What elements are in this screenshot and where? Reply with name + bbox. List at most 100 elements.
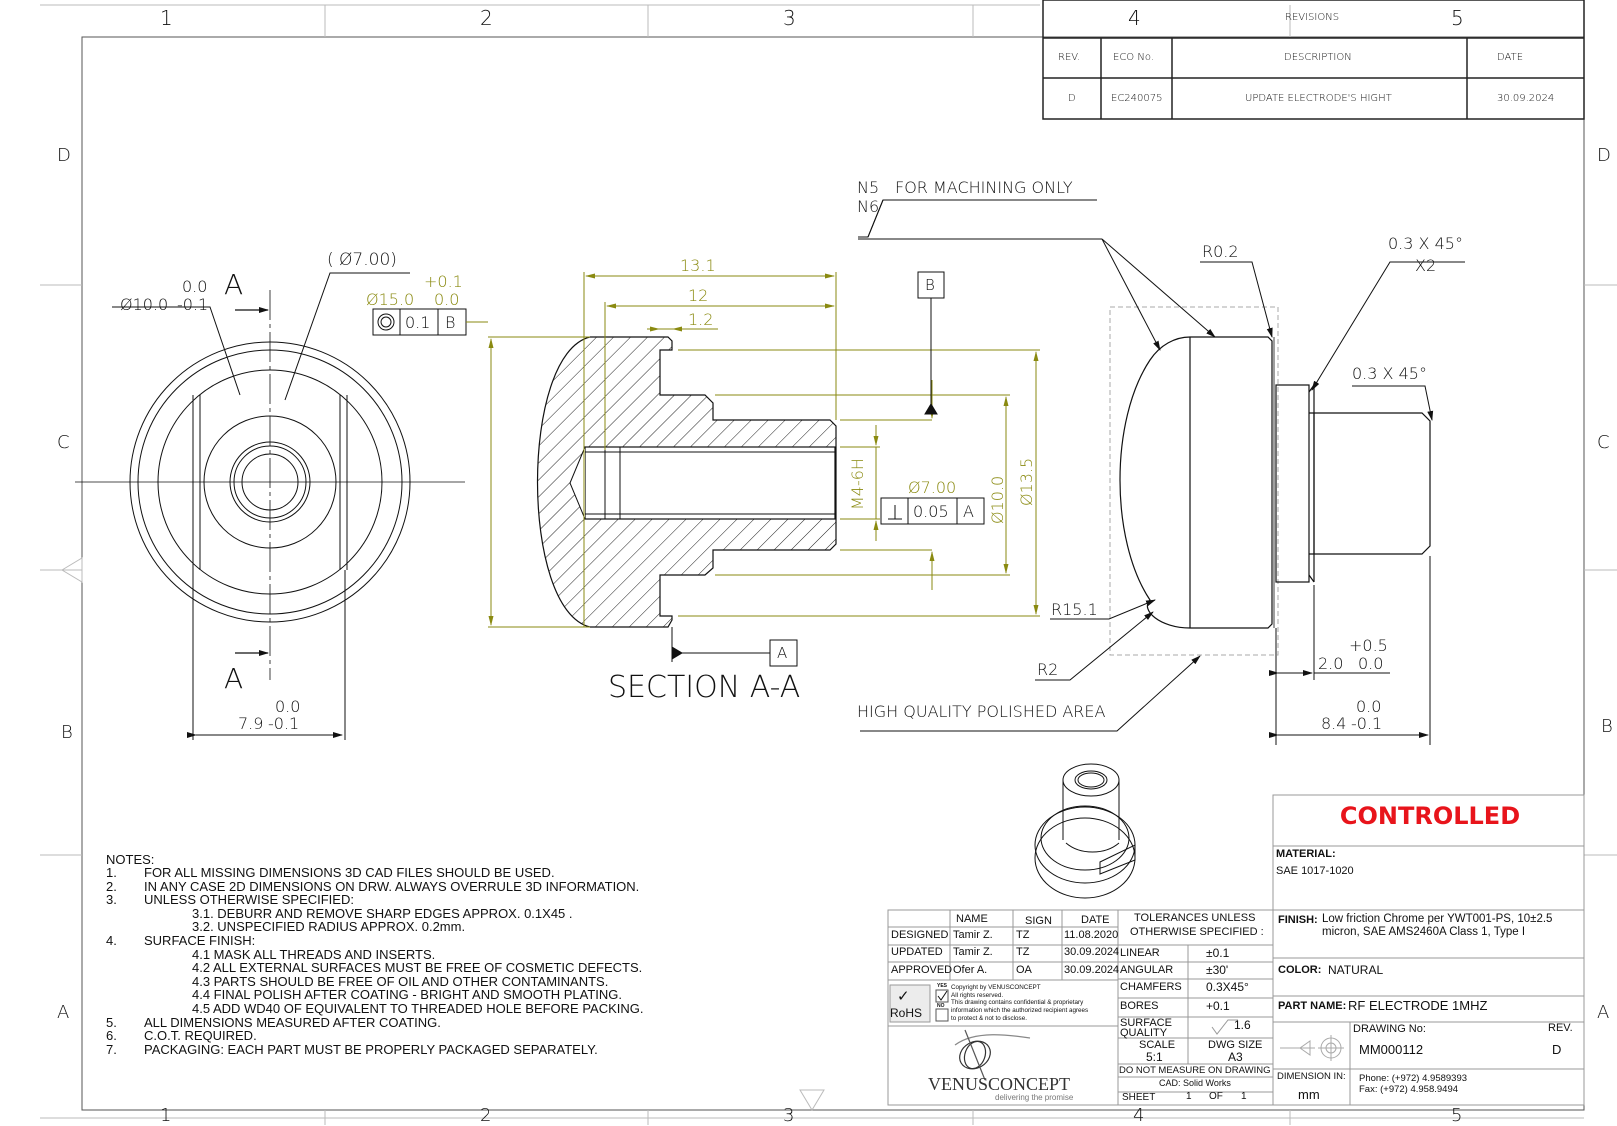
dia-15-label: Ø15.0 xyxy=(366,290,415,309)
datum-b-label: B xyxy=(925,276,935,294)
grid-col-bottom-3: 3 xyxy=(783,1105,795,1126)
rev-row-date: 30.09.2024 xyxy=(1497,93,1555,104)
rev-header-date: DATE xyxy=(1497,52,1524,63)
rev-row-description: UPDATE ELECTRODE'S HIGHT xyxy=(1245,93,1392,104)
sheet-of-label: OF xyxy=(1209,1091,1223,1102)
note-item: 4.4 FINAL POLISH AFTER COATING - BRIGHT … xyxy=(106,988,644,1002)
part-name-value: RF ELECTRODE 1MHZ xyxy=(1348,998,1488,1013)
rev-label: REV. xyxy=(1548,1022,1573,1034)
note-number: 7. xyxy=(106,1041,117,1057)
note-item: 4.5 ADD WD40 OF EQUIVALENT TO THREADED H… xyxy=(106,1002,644,1016)
material-value: SAE 1017-1020 xyxy=(1276,865,1354,877)
note-item: 1.FOR ALL MISSING DIMENSIONS 3D CAD FILE… xyxy=(106,866,644,880)
gdt-concentricity-datum: B xyxy=(445,313,456,332)
grid-row-right-a: A xyxy=(1597,1002,1610,1023)
dim-2-tol-lower: 0.0 xyxy=(1358,654,1384,673)
drawing-no-label: DRAWING No: xyxy=(1353,1023,1426,1035)
tolerance-value: 1.6 xyxy=(1234,1018,1251,1032)
notes-title: NOTES: xyxy=(106,852,155,867)
dia-7-label: Ø7.00 xyxy=(908,478,957,497)
fax: Fax: (+972) 4.958.9494 xyxy=(1359,1084,1459,1095)
note-item: 4.SURFACE FINISH: xyxy=(106,934,644,948)
dwg-size-value: A3 xyxy=(1228,1050,1243,1064)
side-view-annotations xyxy=(858,199,1465,745)
dimension-in-value: mm xyxy=(1298,1087,1320,1102)
rev-row-rev: D xyxy=(1068,93,1076,104)
grid-col-5: 5 xyxy=(1451,6,1464,30)
approval-sign: TZ xyxy=(1016,946,1030,958)
r2-label: R2 xyxy=(1037,660,1059,679)
note-number xyxy=(106,975,144,989)
approvals-header-sign: SIGN xyxy=(1025,915,1052,927)
approval-role: APPROVED xyxy=(891,964,953,976)
dia-13-5-label: Ø13.5 xyxy=(1017,457,1036,506)
chamfer-x2-qty: X2 xyxy=(1415,256,1437,275)
grid-col-1: 1 xyxy=(160,6,173,30)
gdt-concentricity-value: 0.1 xyxy=(405,313,431,332)
controlled-status: CONTROLLED xyxy=(1339,802,1521,830)
note-text: 3.1. DEBURR AND REMOVE SHARP EDGES APPRO… xyxy=(192,905,573,921)
approvals-header-date: DATE xyxy=(1081,914,1110,926)
sheet-number: 1 xyxy=(1186,1091,1192,1102)
finish-line-1: Low friction Chrome per YWT001-PS, 10±2.… xyxy=(1322,913,1553,925)
sheet-label: SHEET xyxy=(1122,1092,1156,1103)
grid-col-bottom-5: 5 xyxy=(1451,1105,1463,1126)
dia-ref-label: ( Ø7.00) xyxy=(327,250,397,270)
tolerances-title-1: TOLERANCES UNLESS xyxy=(1134,912,1256,924)
note-number: 2. xyxy=(106,878,117,894)
note-text: PACKAGING: EACH PART MUST BE PROPERLY PA… xyxy=(144,1041,598,1057)
r15-1-label: R15.1 xyxy=(1051,600,1098,619)
section-dimensions xyxy=(488,272,1040,628)
tolerance-label: CHAMFERS xyxy=(1120,981,1182,993)
dim-1-2: 1.2 xyxy=(688,310,714,329)
note-item: 7. PACKAGING: EACH PART MUST BE PROPERLY … xyxy=(106,1043,644,1057)
width-tol-upper: 0.0 xyxy=(275,697,301,716)
note-number xyxy=(106,920,144,934)
note-number: 5. xyxy=(106,1014,117,1030)
note-item: 4.1 MASK ALL THREADS AND INSERTS. xyxy=(106,947,644,962)
rohs-label: RoHS xyxy=(890,1006,923,1020)
dia-outer-tol-lower: -0.1 xyxy=(177,295,209,314)
gdt-perpendicularity-datum: A xyxy=(963,502,974,521)
grid-col-3: 3 xyxy=(783,6,796,30)
projection-symbol-icon xyxy=(1280,1035,1344,1061)
datum-a-label: A xyxy=(777,644,788,662)
note-text: FOR ALL MISSING DIMENSIONS 3D CAD FILES … xyxy=(144,865,555,880)
material-label: MATERIAL: xyxy=(1276,848,1336,860)
approval-date: 30.09.2024 xyxy=(1064,946,1120,958)
approval-name: Ofer A. xyxy=(953,964,988,976)
gdt-perpendicularity-value: 0.05 xyxy=(913,502,949,521)
section-view xyxy=(537,336,837,628)
copyright-line: to protect & not to disclose. xyxy=(951,1014,1027,1022)
grid-col-2: 2 xyxy=(480,6,493,30)
approvals-header-name: NAME xyxy=(956,913,988,925)
grid-row-b: B xyxy=(61,722,73,743)
note-item: 4.2 ALL EXTERNAL SURFACES MUST BE FREE O… xyxy=(106,961,644,975)
approval-name: Tamir Z. xyxy=(953,929,993,941)
section-letter-bottom: A xyxy=(224,662,244,695)
dim-2-label: 2.0 xyxy=(1318,654,1344,673)
note-text: 4.3 PARTS SHOULD BE FREE OF OIL AND OTHE… xyxy=(192,973,609,989)
grid-col-4: 4 xyxy=(1128,6,1141,30)
dim-12: 12 xyxy=(688,286,709,305)
notes-list: 1.FOR ALL MISSING DIMENSIONS 3D CAD FILE… xyxy=(106,866,644,1056)
finish-label: FINISH: xyxy=(1278,914,1318,926)
sheet-total: 1 xyxy=(1241,1091,1247,1102)
revisions-table-frame xyxy=(1042,0,1585,120)
note-item: 2. IN ANY CASE 2D DIMENSIONS ON DRW. ALWA… xyxy=(106,878,644,894)
note-number xyxy=(106,988,144,1002)
note-number xyxy=(106,961,144,975)
venus-concept-logo-icon xyxy=(954,1029,1031,1081)
width-tol-lower: -0.1 xyxy=(268,714,300,733)
color-label: COLOR: xyxy=(1278,964,1322,976)
scale-label: SCALE xyxy=(1139,1039,1176,1051)
tolerance-label: ANGULAR xyxy=(1120,964,1174,976)
note-text: IN ANY CASE 2D DIMENSIONS ON DRW. ALWAYS… xyxy=(144,878,640,894)
rohs-check-icon: ✓ xyxy=(897,988,910,1005)
approval-date: 30.09.2024 xyxy=(1064,964,1120,976)
datum-b-marker xyxy=(917,271,945,415)
phone: Phone: (+972) 4.9589393 xyxy=(1359,1073,1468,1084)
dim-8-4-tol-upper: 0.0 xyxy=(1356,697,1382,716)
note-number: 4. xyxy=(106,932,117,948)
